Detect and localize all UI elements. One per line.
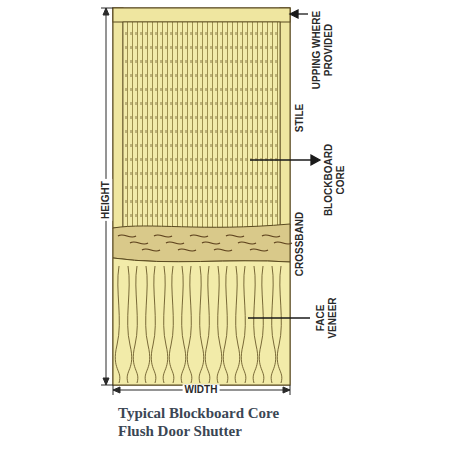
- lipping-label: UPPING WHERE PROVIDED: [311, 9, 334, 91]
- grain-stroke: [259, 266, 264, 383]
- grain-stroke: [133, 266, 138, 383]
- grain-stroke: [205, 266, 210, 383]
- grain-stroke: [127, 266, 132, 383]
- crossband-stroke: [142, 249, 160, 251]
- crossband-stroke: [118, 235, 136, 237]
- grain-stroke: [187, 266, 192, 383]
- stile-label: STILE: [294, 93, 306, 143]
- grain-stroke: [145, 266, 150, 383]
- crossband-stroke: [166, 242, 184, 244]
- core-label: BLOCKBOARD CORE: [323, 138, 346, 222]
- crossband-stroke: [190, 235, 208, 237]
- crossband-stroke: [214, 249, 232, 251]
- caption: Typical Blockboard Core Flush Door Shutt…: [118, 404, 318, 440]
- crossband-stroke: [154, 235, 172, 237]
- crossband-stroke: [202, 242, 220, 244]
- grain-stroke: [217, 266, 222, 383]
- grain-stroke: [241, 266, 246, 383]
- grain-stroke: [223, 266, 228, 383]
- crossband-stroke: [262, 235, 280, 237]
- crossband-stroke: [178, 249, 196, 251]
- veneer-label: FACE VENEER: [315, 290, 338, 346]
- crossband-stroke: [226, 235, 244, 237]
- crossband-stroke: [238, 242, 256, 244]
- crossband-stroke: [250, 249, 268, 251]
- grain-stroke: [115, 266, 120, 383]
- grain-stroke: [253, 266, 258, 383]
- grain-stroke: [199, 266, 204, 383]
- crossband-label: CROSSBAND: [294, 209, 306, 279]
- crossband-stroke: [274, 242, 292, 244]
- crossband-stroke: [130, 242, 148, 244]
- width-dimension: WIDTH: [183, 384, 220, 396]
- height-dimension: HEIGHT: [100, 179, 112, 221]
- grain-stroke: [235, 266, 240, 383]
- grain-stroke: [181, 266, 186, 383]
- grain-stroke: [277, 266, 282, 383]
- grain-stroke: [163, 266, 168, 383]
- grain-stroke: [169, 266, 174, 383]
- grain-stroke: [151, 266, 156, 383]
- grain-stroke: [271, 266, 276, 383]
